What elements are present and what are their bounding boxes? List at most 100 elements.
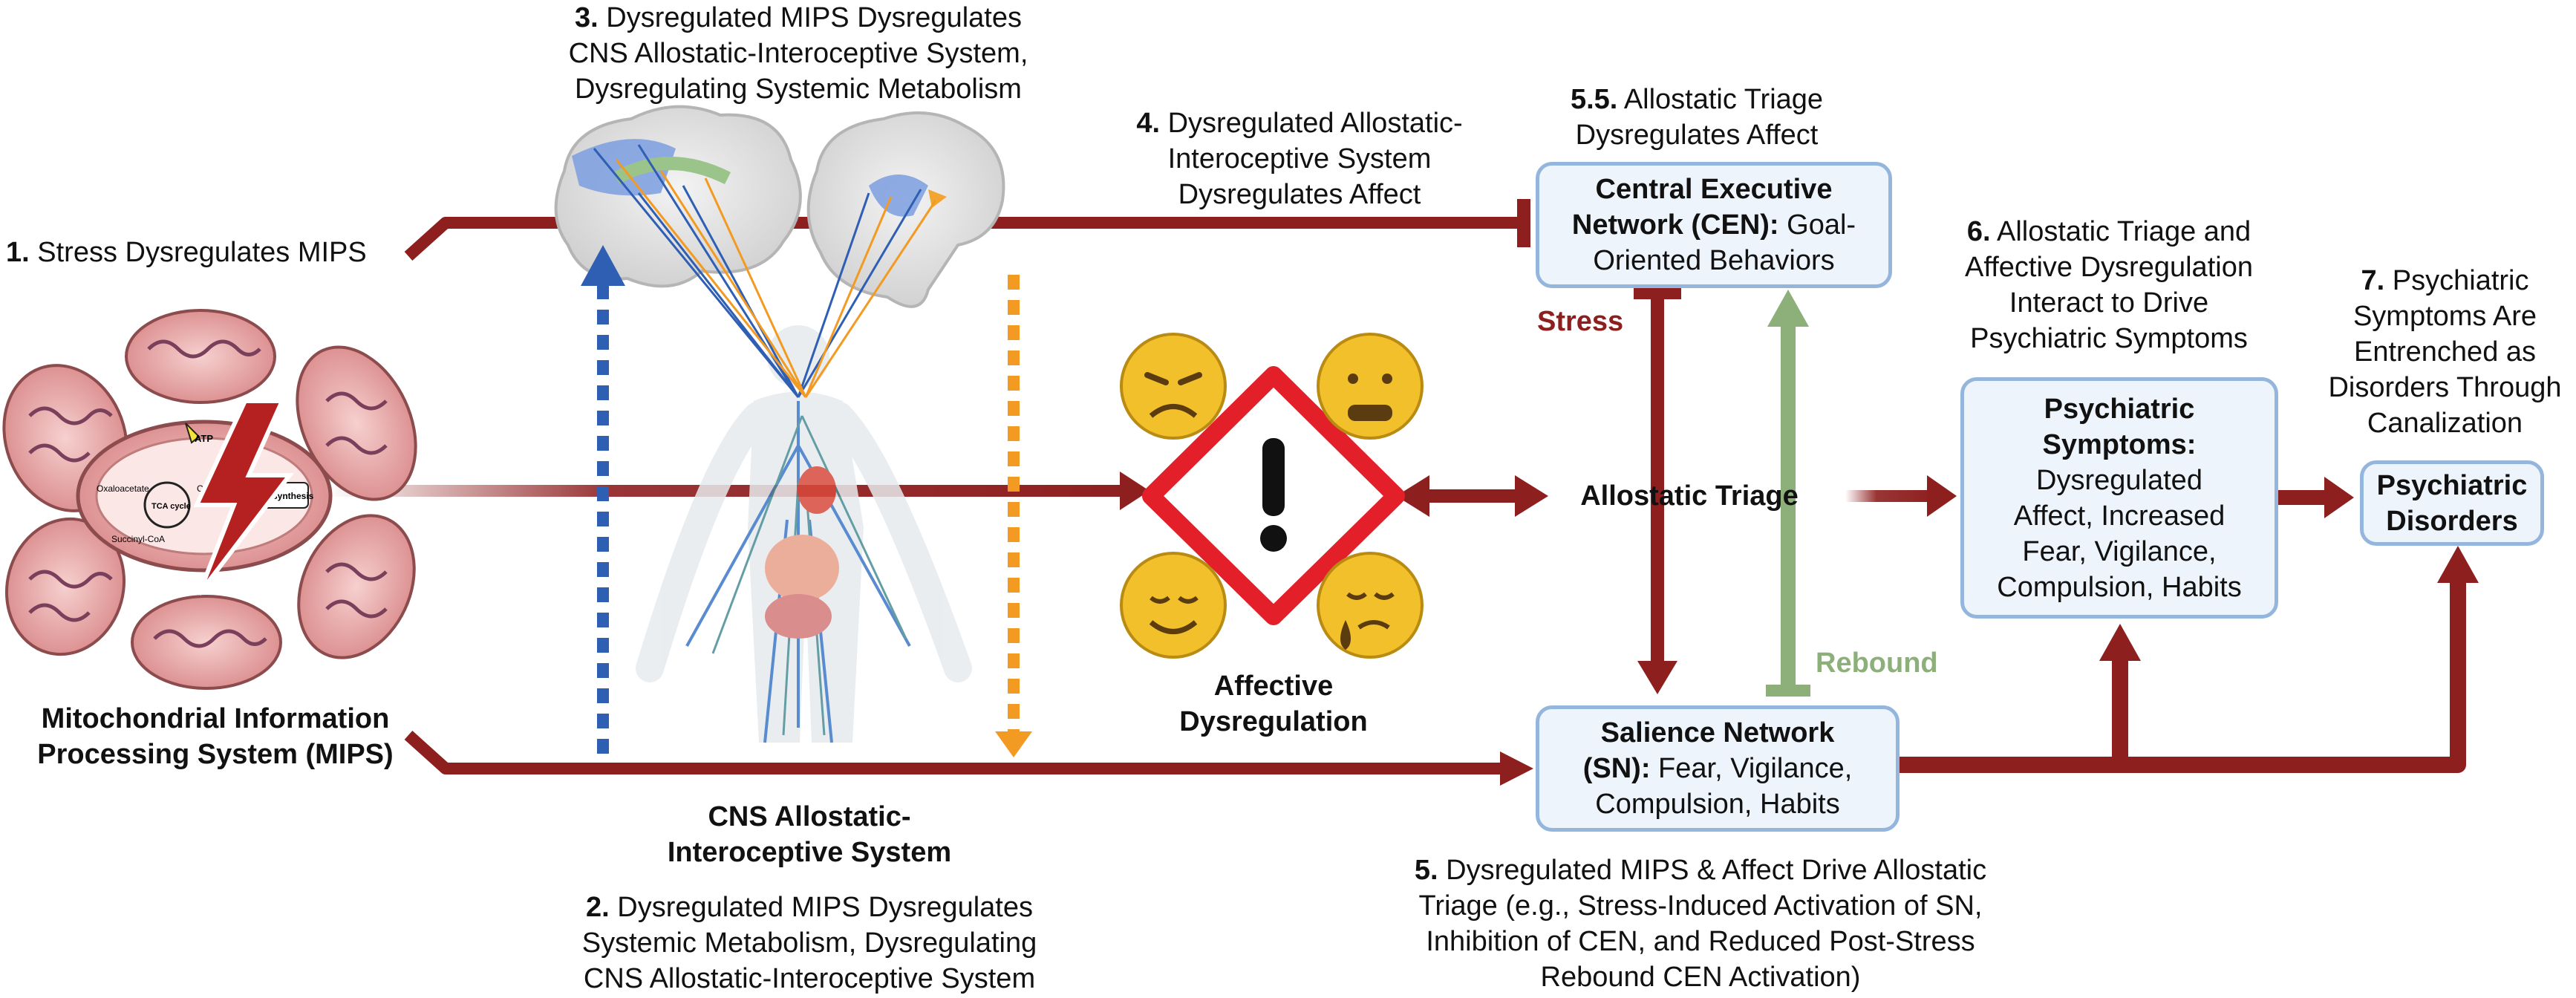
cns-system-label: CNS Allostatic- Interoceptive System <box>616 799 1002 870</box>
triage-to-symptoms-arrowhead <box>1927 475 1957 517</box>
step-1-number: 1. <box>6 237 30 268</box>
cen-box: Central Executive Network (CEN): Goal- O… <box>1536 162 1892 288</box>
anxious-face-icon <box>1317 333 1424 440</box>
lightning-bolt-icon <box>193 399 295 596</box>
affective-dysregulation-label: Affective Dysregulation <box>1118 668 1429 740</box>
stress-arrowhead-down <box>1637 661 1677 694</box>
allostatic-triage-label: Allostatic Triage <box>1580 480 1799 512</box>
cen-title-line1: Central Executive <box>1595 174 1833 205</box>
step-5-5-line2: Dysregulates Affect <box>1575 120 1819 151</box>
rebound-label: Rebound <box>1816 648 1938 679</box>
step-5-line1: Dysregulated MIPS & Affect Drive Allosta… <box>1446 855 1987 886</box>
brain-body-projections <box>593 144 937 398</box>
to-symptoms-arrowhead <box>2099 624 2141 661</box>
step-2-label: 2. Dysregulated MIPS Dysregulates System… <box>520 890 1099 997</box>
step-1-text: Stress Dysregulates MIPS <box>37 237 367 268</box>
step-5-line2: Triage (e.g., Stress-Induced Activation … <box>1418 890 1983 922</box>
sn-rest-line2: Compulsion, Habits <box>1595 789 1840 820</box>
disorders-line1: Psychiatric <box>2376 469 2528 501</box>
step-4-number: 4. <box>1136 108 1161 139</box>
angry-face-icon <box>1120 333 1227 440</box>
step-6-line3: Interact to Drive <box>2009 287 2209 319</box>
to-disorders-arrowhead <box>2437 546 2479 583</box>
step-7-line1: Psychiatric <box>2392 265 2529 296</box>
step-2-number: 2. <box>586 892 610 923</box>
mips-to-sn-arrowhead <box>1500 751 1533 786</box>
step-1-label: 1. Stress Dysregulates MIPS <box>6 235 367 270</box>
step-6-line1: Allostatic Triage and <box>1996 216 2251 247</box>
step-5-5-line1: Allostatic Triage <box>1623 84 1824 115</box>
cen-rest-line1: Goal- <box>1787 209 1856 241</box>
symptoms-line1: Dysregulated <box>2036 464 2202 496</box>
step-3-label: 3. Dysregulated MIPS Dysregulates CNS Al… <box>516 0 1080 107</box>
mito-label-succinyl: Succinyl-CoA <box>111 534 165 544</box>
step-4-line2: Interoceptive System <box>1167 143 1432 175</box>
psychiatric-symptoms-box: Psychiatric Symptoms: Dysregulated Affec… <box>1960 377 2278 619</box>
mips-label-line1: Mitochondrial Information <box>41 703 390 734</box>
mips-to-affect-arrowhead <box>1120 472 1150 510</box>
step-4-line3: Dysregulates Affect <box>1178 179 1421 210</box>
mips-label: Mitochondrial Information Processing Sys… <box>15 701 416 772</box>
step-3-line3: Dysregulating Systemic Metabolism <box>575 74 1022 105</box>
symptoms-title-line2: Symptoms: <box>2042 428 2197 460</box>
rebound-arrowhead-up <box>1767 290 1809 327</box>
cen-rest-line2: Oriented Behaviors <box>1593 245 1835 276</box>
content-face-icon <box>1120 552 1227 659</box>
symptoms-line2: Affect, Increased <box>2013 500 2226 532</box>
cns-line1: CNS Allostatic- <box>708 801 911 832</box>
mips-label-line2: Processing System (MIPS) <box>37 739 394 770</box>
disorders-line2: Disorders <box>2386 505 2518 537</box>
sn-rest-line1: Fear, Vigilance, <box>1658 753 1853 784</box>
descending-arrowhead <box>995 731 1032 757</box>
ascending-arrowhead <box>581 245 625 286</box>
mito-label-atp: ATP <box>195 433 213 444</box>
affective-line2: Dysregulation <box>1179 706 1368 737</box>
step-2-line3: CNS Allostatic-Interoceptive System <box>583 963 1036 994</box>
step-7-number: 7. <box>2361 265 2385 296</box>
sn-title-line2: (SN): <box>1582 753 1651 784</box>
step-6-line4: Psychiatric Symptoms <box>1970 323 2248 354</box>
step-6-line2: Affective Dysregulation <box>1965 252 2253 283</box>
double-arrow-right-head <box>1515 475 1548 517</box>
step-3-line1: Dysregulated MIPS Dysregulates <box>606 2 1022 33</box>
symptoms-title-line1: Psychiatric <box>2044 393 2195 425</box>
step-5-line4: Rebound CEN Activation) <box>1540 962 1861 993</box>
stress-pathway-top <box>404 217 1519 261</box>
step-7-line3: Entrenched as <box>2353 336 2537 368</box>
mito-label-oxaloacetate: Oxaloacetate <box>97 483 149 494</box>
step-7-line5: Canalization <box>2367 408 2523 439</box>
cen-title-line2: Network (CEN): <box>1571 209 1779 241</box>
sn-title-line1: Salience Network <box>1600 717 1835 748</box>
symptoms-line4: Compulsion, Habits <box>1997 571 2242 603</box>
human-body-icon <box>636 325 972 743</box>
step-5-5-number: 5.5. <box>1570 84 1618 115</box>
step-4-label: 4. Dysregulated Allostatic- Interoceptiv… <box>1069 105 1530 212</box>
step-4-line1: Dysregulated Allostatic- <box>1167 108 1463 139</box>
step-2-line2: Systemic Metabolism, Dysregulating <box>581 927 1037 959</box>
symptoms-line3: Fear, Vigilance, <box>2022 535 2217 567</box>
stress-label: Stress <box>1537 306 1624 337</box>
symptoms-to-disorders-arrowhead <box>2324 477 2354 518</box>
step-5-label: 5. Dysregulated MIPS & Affect Drive Allo… <box>1366 852 2035 995</box>
sn-to-outputs <box>1895 579 2466 773</box>
brain-icon <box>806 111 1005 308</box>
step-2-line1: Dysregulated MIPS Dysregulates <box>617 892 1033 923</box>
step-6-number: 6. <box>1966 216 1991 247</box>
sn-box: Salience Network (SN): Fear, Vigilance, … <box>1536 705 1900 832</box>
cns-line2: Interoceptive System <box>667 837 952 868</box>
step-5-number: 5. <box>1414 855 1438 886</box>
step-7-line4: Disorders Through <box>2328 372 2562 403</box>
mito-label-tca: TCA cycle <box>151 502 191 511</box>
warning-sign-icon <box>1142 366 1405 625</box>
step-6-label: 6. Allostatic Triage and Affective Dysre… <box>1923 214 2295 356</box>
step-7-label: 7. Psychiatric Symptoms Are Entrenched a… <box>2317 263 2573 441</box>
step-3-number: 3. <box>575 2 599 33</box>
sad-face-icon <box>1317 552 1424 659</box>
mitochondria-icon <box>2 309 417 690</box>
step-7-line2: Symptoms Are <box>2352 301 2537 332</box>
affective-line1: Affective <box>1213 671 1334 702</box>
double-arrow-left-head <box>1396 475 1429 517</box>
step-5-line3: Inhibition of CEN, and Reduced Post-Stre… <box>1426 926 1975 957</box>
mips-bottom-pathway <box>404 731 1511 774</box>
